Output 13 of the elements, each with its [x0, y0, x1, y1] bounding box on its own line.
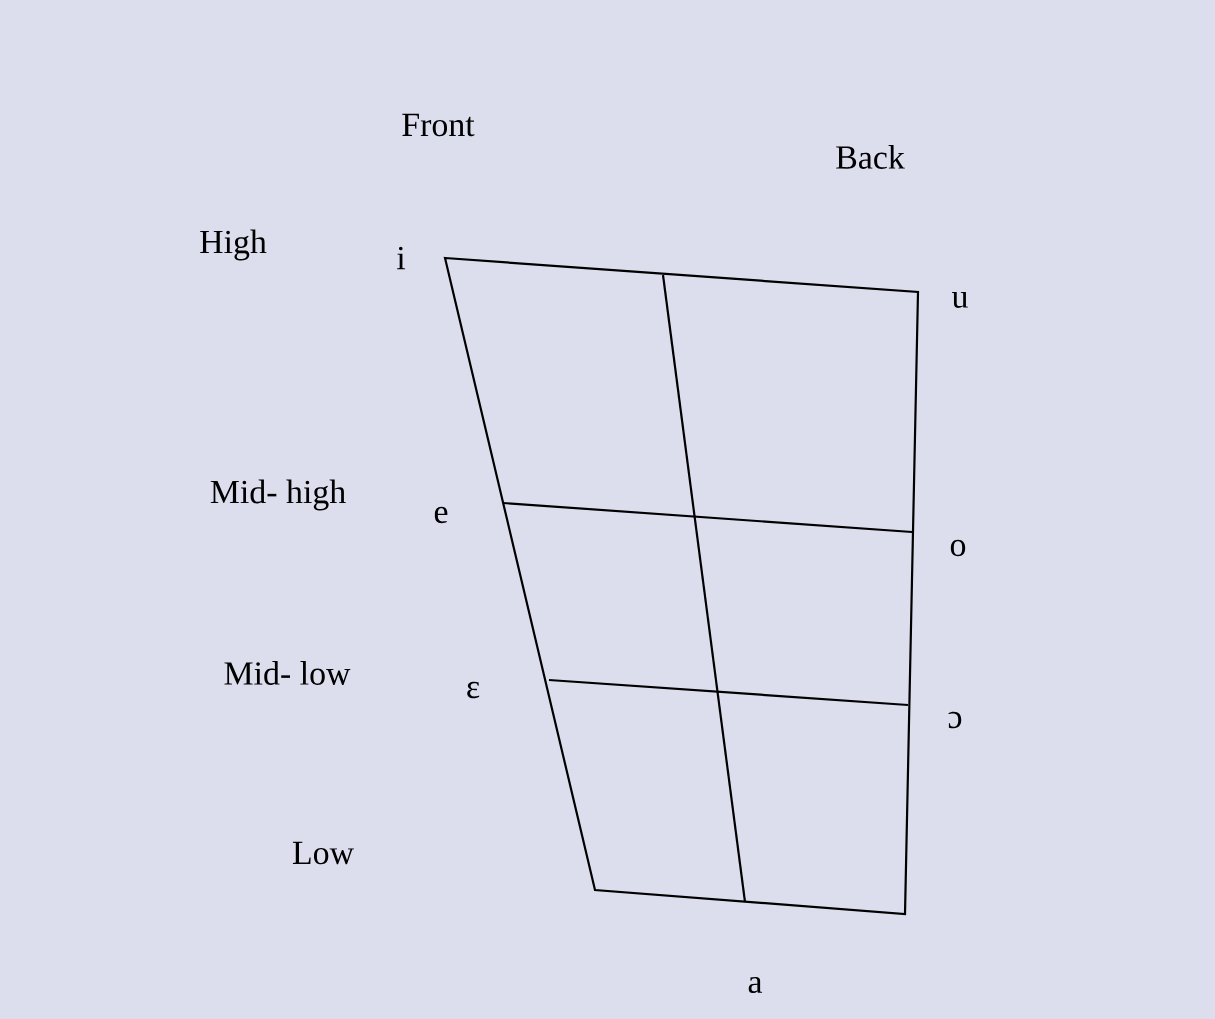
vowel-symbol: ɛ — [467, 681, 480, 699]
vowel-symbol: a — [748, 976, 763, 994]
vowel-symbol: u — [952, 292, 968, 308]
axis-label: Mid- low — [224, 661, 351, 685]
axis-label: Low — [292, 841, 354, 865]
axis-label: High — [200, 229, 267, 261]
vowel-symbol: o — [950, 539, 966, 557]
axis-label: Front — [402, 113, 475, 137]
vowel-symbol: ɔ — [948, 711, 962, 729]
axis-label: Mid- high — [210, 479, 346, 511]
vowel-symbol: i — [397, 246, 406, 270]
vowel-symbol: e — [434, 506, 448, 524]
axis-label: Back — [836, 145, 905, 169]
